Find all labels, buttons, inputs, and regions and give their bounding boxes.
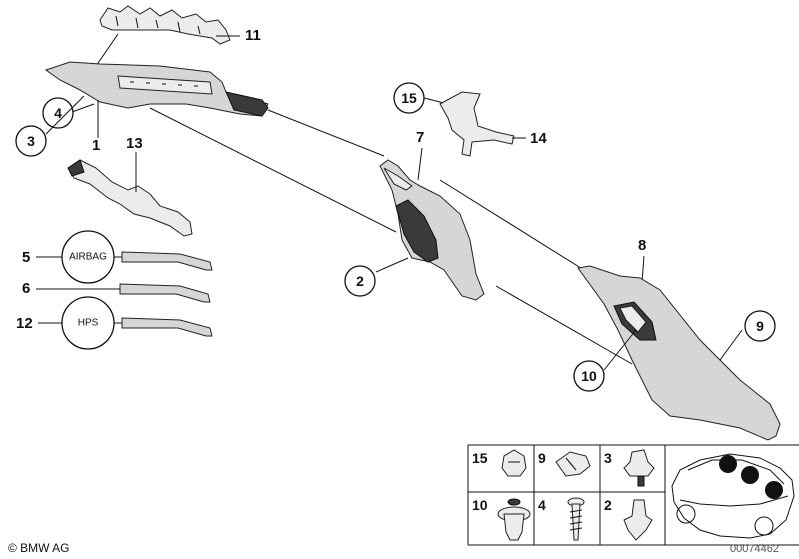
callout-2: 2 — [356, 273, 364, 289]
fastener-9 — [555, 451, 591, 477]
fastener-3 — [623, 449, 655, 487]
callout-14: 14 — [530, 130, 547, 147]
part-13-bracket — [67, 159, 193, 237]
part-2-b-pillar-trim — [379, 159, 485, 301]
fastener-15 — [501, 449, 527, 477]
callout-circle-9 — [744, 310, 776, 342]
grid-label-15: 15 — [472, 450, 488, 466]
callout-circle-3 — [15, 125, 47, 157]
strip-6 — [119, 283, 211, 303]
callout-11: 11 — [245, 27, 261, 44]
callout-4: 4 — [54, 105, 62, 121]
callout-circle-4 — [42, 97, 74, 129]
part-14-clip — [439, 91, 515, 157]
fastener-grid: 15 9 3 10 4 2 — [467, 444, 799, 546]
hps-label: HPS — [78, 318, 99, 329]
diagram-id: 00074462 — [730, 543, 779, 555]
grid-label-3: 3 — [604, 450, 612, 466]
part-8-c-pillar-trim — [577, 265, 781, 441]
part-1-a-pillar-trim — [44, 61, 269, 117]
locator-dot-3 — [765, 481, 783, 499]
callout-6: 6 — [22, 280, 30, 297]
callout-3: 3 — [27, 133, 35, 149]
callout-circle-10 — [573, 360, 605, 392]
part-11-clip-strip — [99, 5, 231, 45]
fastener-2 — [623, 499, 653, 541]
callout-9: 9 — [756, 318, 764, 334]
grid-label-10: 10 — [472, 497, 488, 513]
callout-8: 8 — [638, 237, 646, 254]
car-locator — [671, 453, 795, 539]
callout-10: 10 — [581, 368, 597, 384]
copyright: © BMW AG — [8, 541, 70, 555]
callout-5: 5 — [22, 249, 30, 266]
strip-5 — [121, 251, 213, 271]
fastener-10 — [497, 498, 531, 541]
callout-15: 15 — [401, 90, 417, 106]
locator-dot-2 — [741, 466, 759, 484]
callout-13: 13 — [126, 135, 143, 152]
callout-7: 7 — [416, 129, 424, 146]
grid-label-2: 2 — [604, 497, 612, 513]
grid-label-4: 4 — [538, 497, 546, 513]
grid-label-9: 9 — [538, 450, 546, 466]
fastener-4 — [567, 497, 585, 541]
callout-12: 12 — [16, 315, 33, 332]
callout-circle-2 — [344, 265, 376, 297]
callout-1: 1 — [92, 137, 100, 154]
airbag-label: AIRBAG — [69, 252, 107, 263]
strip-12 — [121, 317, 213, 337]
locator-dot-1 — [719, 455, 737, 473]
